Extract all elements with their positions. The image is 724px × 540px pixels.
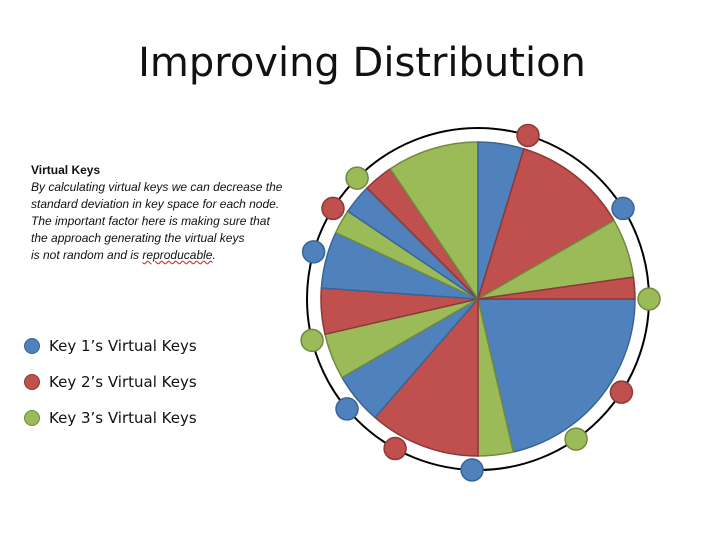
virtual-key-node-blue [611, 196, 635, 221]
legend-label: Key 3’s Virtual Keys [49, 409, 197, 427]
legend-item-key3: Key 3’s Virtual Keys [24, 400, 197, 436]
slide-title: Improving Distribution [138, 40, 586, 86]
virtual-key-node-red [383, 436, 407, 461]
virtual-keys-text: Virtual Keys By calculating virtual keys… [31, 162, 321, 264]
virtual-key-node-green [564, 427, 588, 451]
key-range-wedge-red [477, 148, 615, 300]
virtual-key-node-red [516, 123, 540, 148]
legend-label: Key 2’s Virtual Keys [49, 373, 197, 391]
legend-item-key1: Key 1’s Virtual Keys [24, 328, 197, 364]
legend-dot-red [24, 374, 40, 390]
text-line: By calculating virtual keys we can decre… [31, 180, 283, 194]
text-line: is not random and is [31, 248, 143, 262]
key-range-wedge-red [374, 298, 479, 457]
legend-dot-green [24, 410, 40, 426]
virtual-key-node-green [300, 328, 324, 353]
legend-dot-blue [24, 338, 40, 354]
key-range-wedge-blue [477, 298, 636, 453]
legend-item-key2: Key 2’s Virtual Keys [24, 364, 197, 400]
virtual-key-node-red [609, 380, 634, 404]
text-line: The important factor here is making sure… [31, 214, 270, 228]
key-range-wedge-green [389, 141, 479, 300]
text-punct: . [212, 248, 216, 262]
virtual-key-node-green [637, 287, 661, 311]
key-range-wedge-red [477, 276, 636, 300]
virtual-key-node-blue [460, 458, 484, 482]
virtual-key-node-blue [335, 397, 359, 421]
misspelled-word: reproducable [142, 248, 213, 262]
virtual-key-node-blue [301, 240, 326, 264]
legend-label: Key 1’s Virtual Keys [49, 337, 197, 355]
text-line: standard deviation in key space for each… [31, 197, 280, 211]
virtual-key-node-red [321, 196, 345, 221]
text-heading: Virtual Keys [31, 163, 101, 177]
text-line-last: is not random and is reproducable. [31, 247, 321, 264]
virtual-key-node-green [345, 166, 369, 190]
legend: Key 1’s Virtual Keys Key 2’s Virtual Key… [24, 328, 197, 436]
text-line: the approach generating the virtual keys [31, 231, 245, 245]
